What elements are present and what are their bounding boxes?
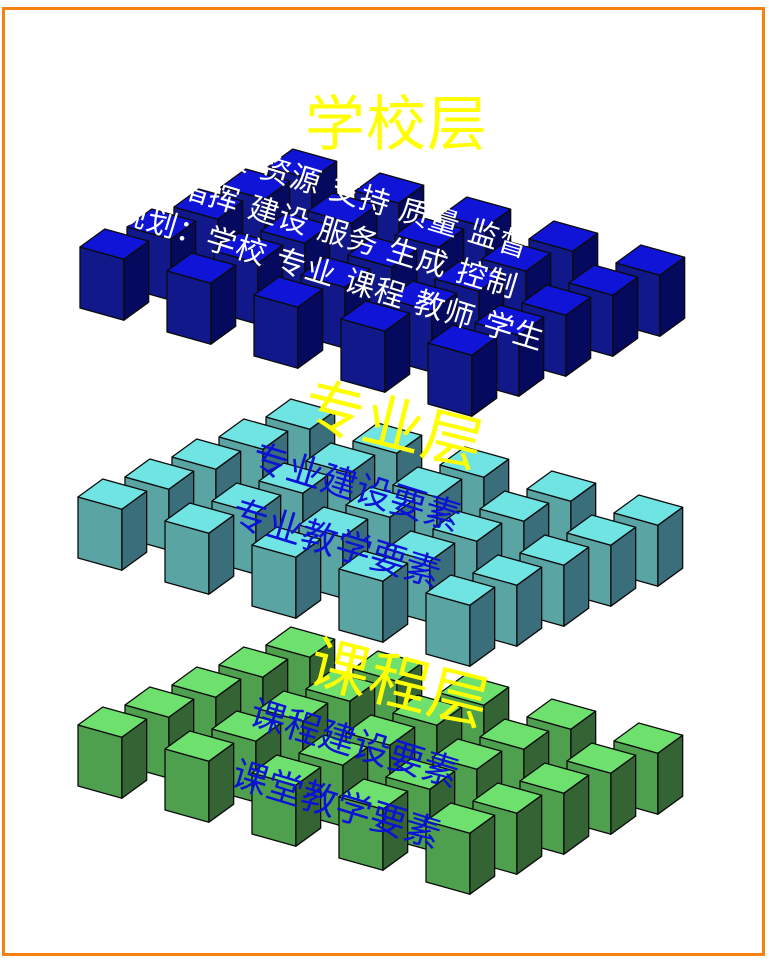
- cube-top-face: [526, 698, 597, 730]
- cube-top-face: [519, 534, 590, 566]
- cube-top-face: [79, 228, 150, 260]
- school-layer-cubes: [79, 148, 686, 417]
- cube-major-r0-c4: [425, 574, 496, 667]
- cube-top-face: [265, 626, 336, 658]
- cube-top-face: [434, 260, 505, 292]
- cube-top-face: [615, 244, 686, 276]
- cube-top-face: [77, 478, 148, 510]
- cube-school-r0-c4: [427, 324, 498, 417]
- cube-top-face: [566, 514, 637, 546]
- cube-top-face: [352, 422, 423, 454]
- cube-top-face: [345, 714, 416, 746]
- cube-top-face: [340, 300, 411, 332]
- cube-course-r0-c3: [338, 778, 409, 871]
- cube-top-face: [171, 666, 242, 698]
- cube-top-face: [385, 530, 456, 562]
- cube-top-face: [164, 502, 235, 534]
- cube-major-r0-c3: [338, 550, 409, 643]
- cube-top-face: [474, 304, 545, 336]
- cube-top-face: [258, 690, 329, 722]
- cube-top-face: [260, 212, 331, 244]
- cube-top-face: [472, 782, 543, 814]
- cube-top-face: [305, 670, 376, 702]
- cube-top-face: [613, 722, 684, 754]
- cube-top-face: [479, 490, 550, 522]
- cube-top-face: [441, 196, 512, 228]
- cube-top-face: [300, 256, 371, 288]
- cube-top-face: [213, 232, 284, 264]
- cube-top-face: [472, 554, 543, 586]
- cube-top-face: [298, 734, 369, 766]
- cube-top-face: [220, 168, 291, 200]
- cube-major-r0-c1: [164, 502, 235, 595]
- cube-top-face: [171, 438, 242, 470]
- cube-top-face: [338, 550, 409, 582]
- cube-top-face: [218, 646, 289, 678]
- cube-top-face: [526, 470, 597, 502]
- cube-top-face: [347, 236, 418, 268]
- cube-top-face: [425, 802, 496, 834]
- cube-top-face: [298, 506, 369, 538]
- cube-top-face: [354, 172, 425, 204]
- cube-top-face: [528, 220, 599, 252]
- cube-top-face: [166, 252, 237, 284]
- cube-top-face: [427, 324, 498, 356]
- cube-top-face: [479, 718, 550, 750]
- cube-top-face: [432, 510, 503, 542]
- cube-top-face: [432, 738, 503, 770]
- cube-top-face: [211, 710, 282, 742]
- cube-school-r0-c0: [79, 228, 150, 321]
- cube-top-face: [385, 758, 456, 790]
- cube-top-face: [251, 526, 322, 558]
- cube-top-face: [439, 446, 510, 478]
- cube-school-r0-c1: [166, 252, 237, 345]
- cube-top-face: [345, 486, 416, 518]
- cube-course-r0-c2: [251, 754, 322, 847]
- cube-top-face: [521, 284, 592, 316]
- cube-top-face: [481, 240, 552, 272]
- cube-top-face: [265, 398, 336, 430]
- cube-top-face: [568, 264, 639, 296]
- cube-top-face: [394, 216, 465, 248]
- cube-top-face: [425, 574, 496, 606]
- cube-top-face: [613, 494, 684, 526]
- cube-major-r0-c2: [251, 526, 322, 619]
- cube-top-face: [566, 742, 637, 774]
- cube-top-face: [392, 694, 463, 726]
- cube-top-face: [124, 458, 195, 490]
- cube-top-face: [164, 730, 235, 762]
- cube-top-face: [439, 674, 510, 706]
- course-layer-cubes: [77, 626, 684, 895]
- cube-top-face: [267, 148, 338, 180]
- cube-top-face: [519, 762, 590, 794]
- cube-top-face: [387, 280, 458, 312]
- cube-top-face: [77, 706, 148, 738]
- cube-top-face: [352, 650, 423, 682]
- cube-top-face: [253, 276, 324, 308]
- cube-top-face: [307, 192, 378, 224]
- cube-top-face: [251, 754, 322, 786]
- cube-course-r0-c1: [164, 730, 235, 823]
- major-layer-cubes: [77, 398, 684, 667]
- cube-top-face: [173, 188, 244, 220]
- cube-top-face: [305, 442, 376, 474]
- cube-major-r0-c0: [77, 478, 148, 571]
- cube-course-r0-c0: [77, 706, 148, 799]
- cube-top-face: [258, 462, 329, 494]
- cube-school-r0-c2: [253, 276, 324, 369]
- cube-top-face: [211, 482, 282, 514]
- cube-school-r0-c3: [340, 300, 411, 393]
- cube-top-face: [124, 686, 195, 718]
- cube-top-face: [392, 466, 463, 498]
- cube-course-r0-c4: [425, 802, 496, 895]
- cube-top-face: [218, 418, 289, 450]
- cube-top-face: [126, 208, 197, 240]
- cube-top-face: [338, 778, 409, 810]
- school-layer-title: 学校层: [305, 90, 488, 160]
